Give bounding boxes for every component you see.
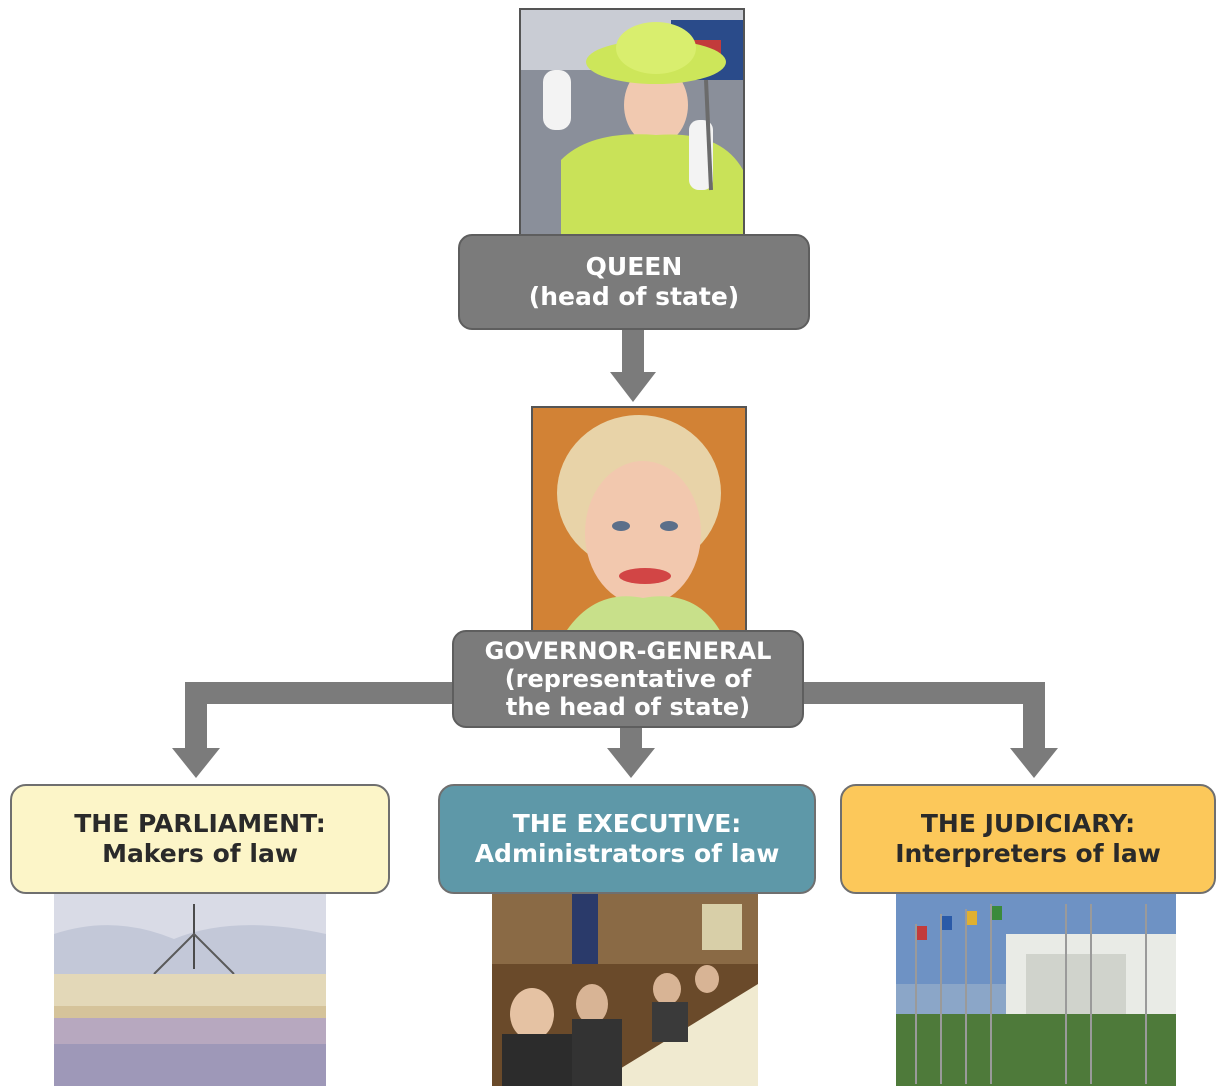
parliament-house-photo bbox=[54, 894, 326, 1086]
executive-subtitle: Administrators of law bbox=[474, 839, 780, 868]
governor-general-title: GOVERNOR-GENERAL bbox=[484, 637, 772, 665]
queen-subtitle: (head of state) bbox=[528, 282, 740, 311]
parliament-title: THE PARLIAMENT: bbox=[74, 809, 326, 838]
judiciary-box: THE JUDICIARY: Interpreters of law bbox=[840, 784, 1216, 894]
queen-title: QUEEN bbox=[585, 252, 683, 281]
high-court-photo bbox=[896, 894, 1176, 1086]
parliament-subtitle: Makers of law bbox=[102, 839, 298, 868]
parliament-box: THE PARLIAMENT: Makers of law bbox=[10, 784, 390, 894]
governor-general-role-line1: (representative of bbox=[504, 665, 752, 693]
governor-general-role-line2: the head of state) bbox=[505, 693, 751, 721]
governor-general-label-box: GOVERNOR-GENERAL (representative of the … bbox=[452, 630, 804, 728]
queen-photo bbox=[519, 8, 745, 240]
executive-meeting-photo bbox=[492, 894, 758, 1086]
executive-box: THE EXECUTIVE: Administrators of law bbox=[438, 784, 816, 894]
queen-label-box: QUEEN (head of state) bbox=[458, 234, 810, 330]
executive-title: THE EXECUTIVE: bbox=[512, 809, 742, 838]
governor-general-photo bbox=[531, 406, 747, 638]
judiciary-title: THE JUDICIARY: bbox=[920, 809, 1136, 838]
judiciary-subtitle: Interpreters of law bbox=[895, 839, 1161, 868]
